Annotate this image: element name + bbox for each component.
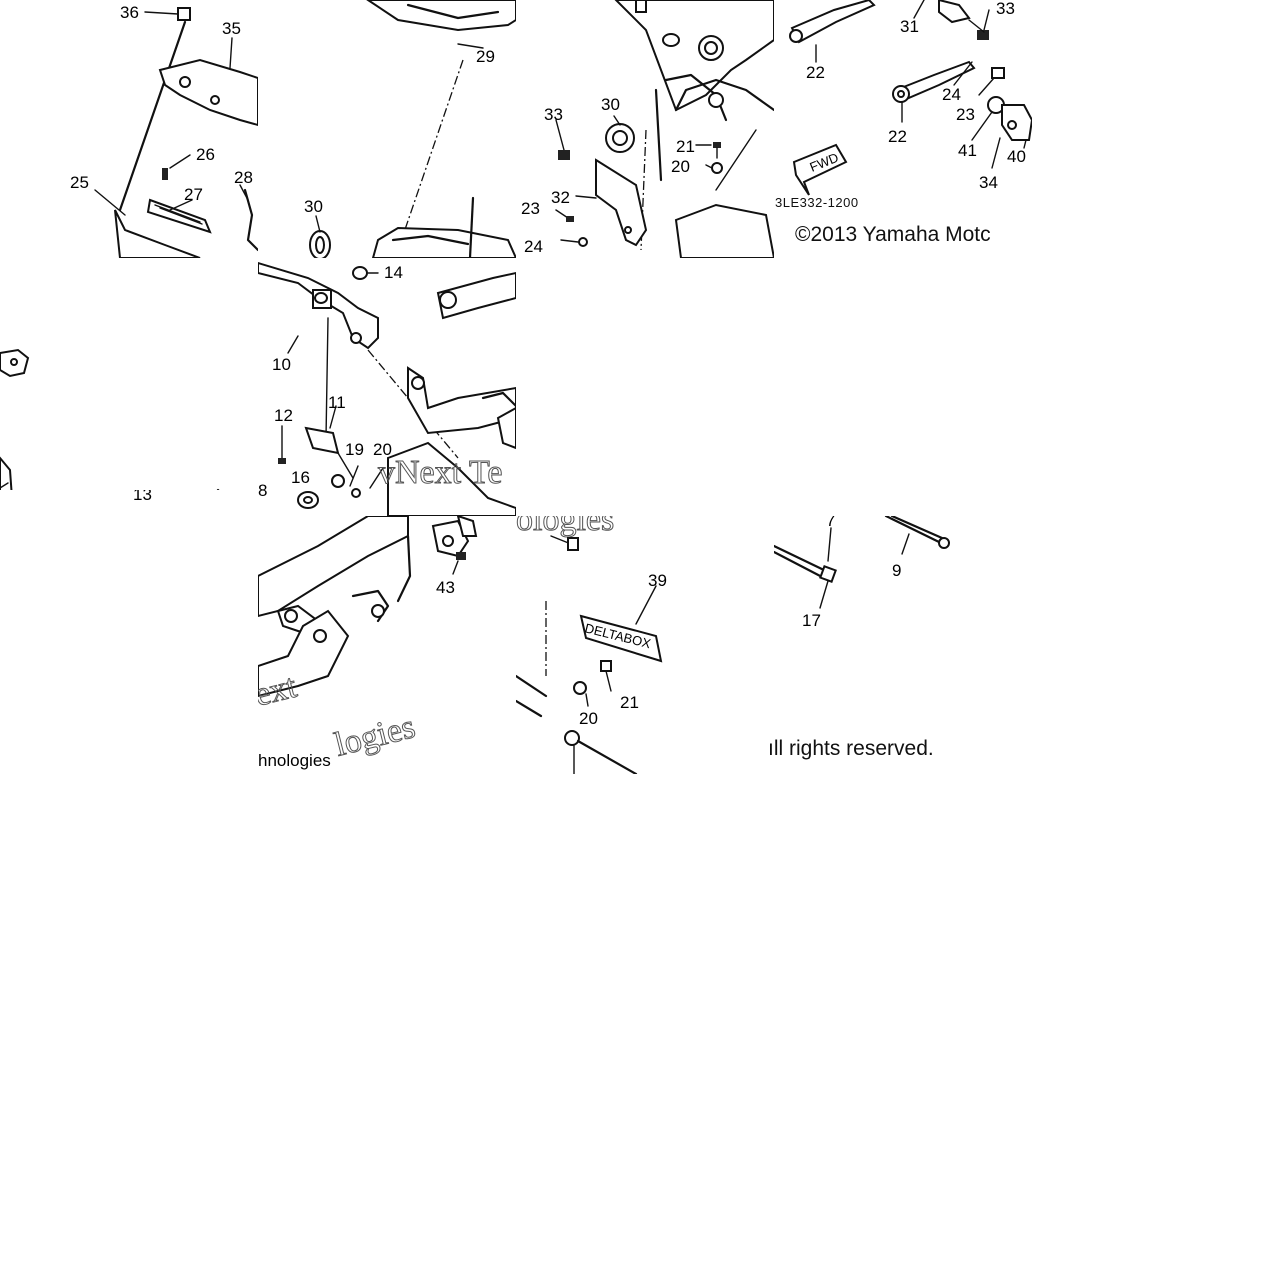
callout-22: 22 <box>806 63 825 82</box>
diagram-tile-7: 13 <box>0 490 258 516</box>
callout-16: 16 <box>291 468 310 487</box>
bolt-13-drawing: 13 <box>133 490 152 504</box>
side-bracket-drawing: 27 <box>0 348 258 513</box>
callout-40: 40 <box>1007 147 1026 166</box>
callout-29: 29 <box>476 47 495 66</box>
deltabox-drawing: ologies DELTABOX 39 21 20 <box>516 516 667 774</box>
callout-30: 30 <box>601 95 620 114</box>
callout-25: 25 <box>70 173 89 192</box>
callout-20: 20 <box>671 157 690 176</box>
callout-10: 10 <box>272 355 291 374</box>
diagram-tile-5: 27 <box>0 258 258 516</box>
diagram-tile-10: 7 9 17 <box>774 516 1032 774</box>
callout-20: 20 <box>579 709 598 728</box>
callout-41: 41 <box>958 141 977 160</box>
callout-14: 14 <box>384 263 403 282</box>
engine-mount-drawing: vNext Te 14 10 12 11 19 20 16 8 <box>258 261 516 516</box>
callout-11: 11 <box>328 393 346 412</box>
callout-28: 28 <box>234 168 253 187</box>
callout-8: 8 <box>258 481 267 500</box>
diagram-tile-9: ologies DELTABOX 39 21 20 <box>516 516 774 774</box>
callout-19: 19 <box>345 440 364 459</box>
callout-21: 21 <box>676 137 695 156</box>
callout-30: 30 <box>304 197 323 216</box>
diagram-code: 3LE332-1200 <box>775 195 859 210</box>
callout-33: 33 <box>996 0 1015 18</box>
copyright-line-2: ıll rights reserved. <box>768 737 934 760</box>
diagram-tile-2: 29 30 <box>258 0 516 258</box>
diagram-tile-3: 33 30 21 20 32 23 24 <box>516 0 774 258</box>
callout-36: 36 <box>120 3 139 22</box>
callout-23: 23 <box>521 199 540 218</box>
copyright-line-1: ©2013 Yamaha Motc <box>795 223 991 246</box>
watermark-1: vNext Te <box>378 454 502 491</box>
brackets-drawing: FWD 31 33 22 24 23 22 41 40 34 <box>789 0 1032 196</box>
callout-27: 27 <box>184 185 203 204</box>
lower-frame-drawing: ext logies hnologies 43 <box>258 516 478 770</box>
diagram-tile-8: ext logies hnologies 43 <box>258 516 516 774</box>
callout-43: 43 <box>436 578 455 597</box>
callout-22: 22 <box>888 127 907 146</box>
callout-34: 34 <box>979 173 998 192</box>
callout-7: 7 <box>826 516 835 530</box>
callout-26: 26 <box>196 145 215 164</box>
callout-21: 21 <box>620 693 639 712</box>
frame-top-drawing: 29 30 <box>304 0 516 258</box>
callout-35: 35 <box>222 19 241 38</box>
callout-24: 24 <box>524 237 543 256</box>
callout-39: 39 <box>648 571 667 590</box>
callout-24: 24 <box>942 85 961 104</box>
callout-20: 20 <box>373 440 392 459</box>
callout-33: 33 <box>544 105 563 124</box>
rods-drawing: 7 9 17 <box>774 516 950 630</box>
callout-31: 31 <box>900 17 919 36</box>
callout-17: 17 <box>802 611 821 630</box>
diagram-tile-6: vNext Te 14 10 12 11 19 20 16 8 <box>258 258 516 516</box>
callout-13: 13 <box>133 490 152 504</box>
diagram-tile-4: FWD 31 33 22 24 23 22 41 40 34 <box>774 0 1032 258</box>
watermark-4: hnologies <box>258 751 331 770</box>
frame-head-drawing: 33 30 21 20 32 23 24 <box>521 0 774 258</box>
callout-12: 12 <box>274 406 293 425</box>
callout-32: 32 <box>551 188 570 207</box>
bracket-drawing: 36 35 26 27 25 28 <box>70 3 258 258</box>
watermark-2: logies <box>331 708 419 764</box>
callout-23: 23 <box>956 105 975 124</box>
watermark-5: ologies <box>516 516 614 538</box>
diagram-tile-1: 36 35 26 27 25 28 <box>0 0 258 258</box>
callout-9: 9 <box>892 561 901 580</box>
